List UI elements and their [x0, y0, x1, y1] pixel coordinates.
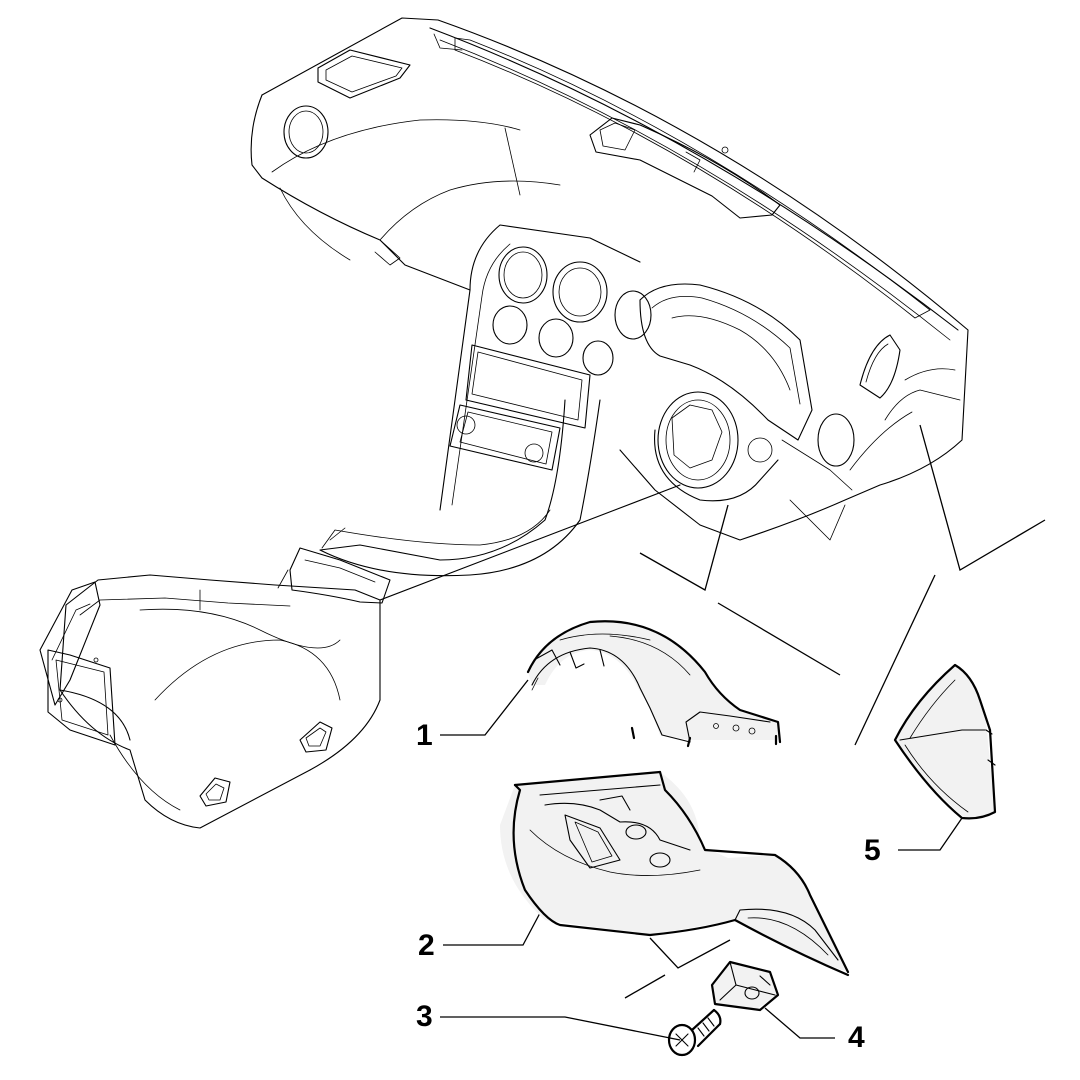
- callout-5: 5: [864, 834, 881, 867]
- part-3-screw: [667, 1008, 722, 1057]
- part-2-lower-shroud: [500, 770, 850, 977]
- part-5-trim-cover: [893, 663, 997, 820]
- callout-1: 1: [416, 719, 433, 752]
- callout-4: 4: [848, 1021, 865, 1054]
- index-lines: [440, 424, 1046, 1041]
- part-1-upper-shroud: [526, 620, 782, 748]
- callout-2: 2: [418, 929, 435, 962]
- part-4-clip: [710, 960, 780, 1012]
- callout-3: 3: [416, 1000, 433, 1033]
- dashboard-assembly: [39, 17, 969, 829]
